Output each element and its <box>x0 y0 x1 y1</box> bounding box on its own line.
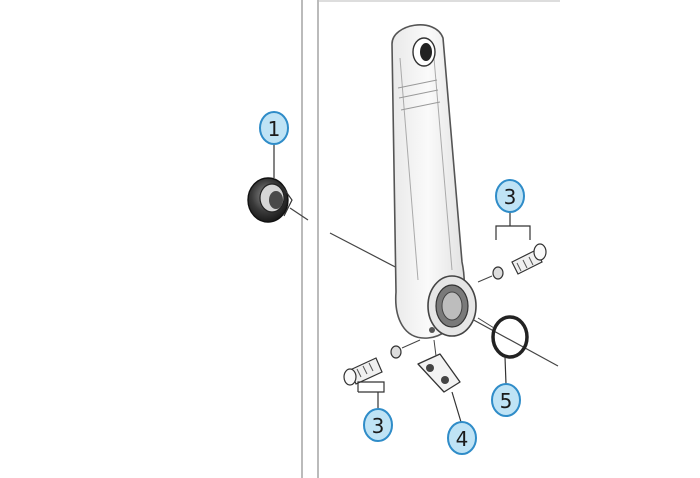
callout-bolt-top: 3 <box>495 179 525 213</box>
callout-oring: 5 <box>491 383 521 417</box>
callout-number: 4 <box>456 427 469 451</box>
crank-cap-icon <box>247 177 293 223</box>
callout-bubble <box>363 408 393 442</box>
callout-number: 5 <box>500 389 513 413</box>
frame-lines <box>301 0 560 478</box>
crank-arm-icon <box>391 24 477 339</box>
callout-number: 3 <box>372 414 385 438</box>
leader-4 <box>451 391 462 423</box>
leader-5 <box>504 356 507 385</box>
callout-number: 3 <box>504 185 517 209</box>
callout-cap: 1 <box>259 111 289 145</box>
bolt-icon <box>343 339 421 386</box>
callout-plate: 4 <box>447 421 477 455</box>
callout-number: 1 <box>268 117 281 141</box>
callouts: 1 3 3 4 5 <box>259 111 525 455</box>
callout-bubble <box>491 383 521 417</box>
plate-icon <box>417 339 461 393</box>
bracket-3-top <box>495 225 531 240</box>
callout-bubble <box>495 179 525 213</box>
callout-bubble <box>447 421 477 455</box>
bracket-3-bottom <box>357 381 385 393</box>
callout-bubble <box>259 111 289 145</box>
leader-lines <box>273 145 531 423</box>
callout-bolt-bottom: 3 <box>363 408 393 442</box>
o-ring-icon <box>477 315 529 359</box>
bolt-icon <box>477 243 547 283</box>
